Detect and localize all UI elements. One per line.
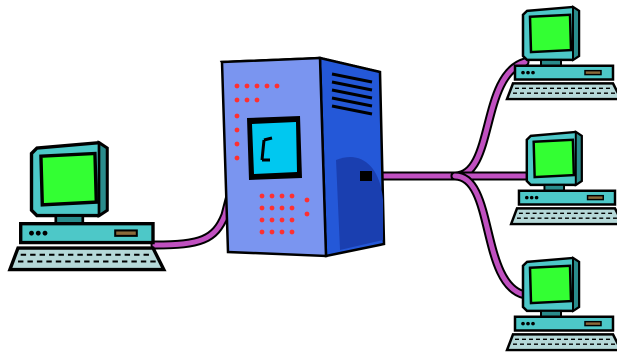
remote-computer-1-icon: [507, 7, 617, 99]
client-computer-icon: [10, 143, 164, 270]
remote-computer-3-icon: [507, 258, 617, 350]
cable-to-remote-3: [455, 176, 525, 295]
server-tower-icon: [222, 58, 384, 256]
remote-computer-2-icon: [511, 132, 617, 224]
cable-client-to-server: [155, 188, 232, 245]
